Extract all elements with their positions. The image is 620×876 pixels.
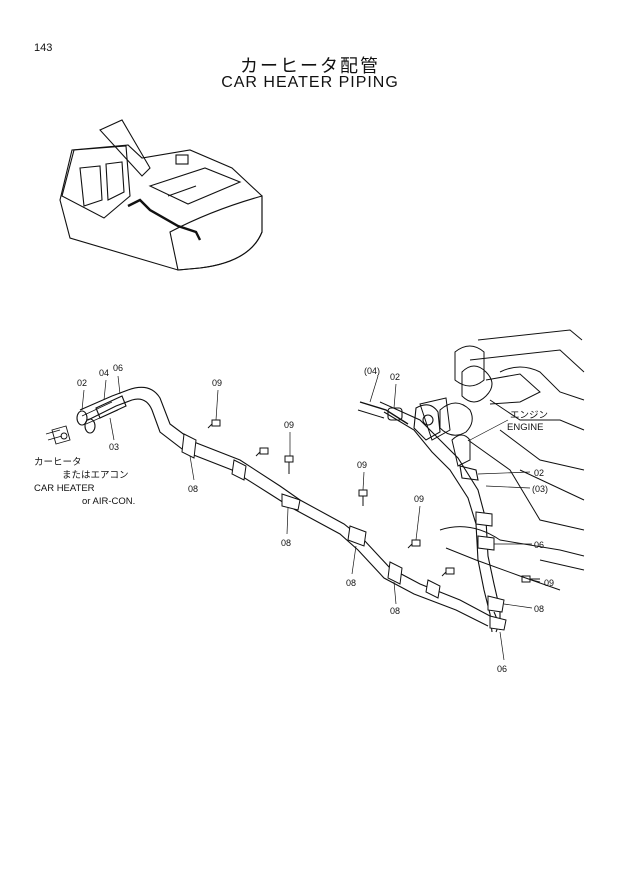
callout-02-right: 02 — [534, 468, 544, 478]
callout-06-right: 06 — [534, 540, 544, 550]
bolt-icon — [255, 447, 269, 457]
heater-note-en-2: or AIR-CON. — [82, 496, 135, 507]
excavator-overview-illustration — [59, 119, 263, 271]
callout-02-engine: 02 — [390, 372, 400, 382]
heater-note-jp-1: カーヒータ — [34, 457, 82, 468]
callout-08-a: 08 — [188, 484, 198, 494]
engine-label: エンジン ENGINE — [507, 410, 548, 433]
callout-06-left: 06 — [113, 363, 123, 373]
bolt-icon — [358, 489, 368, 506]
callout-08-e: 08 — [534, 604, 544, 614]
bolt-group — [207, 419, 540, 583]
bolt-icon — [284, 455, 294, 474]
callout-08-d: 08 — [390, 606, 400, 616]
callout-09-e: 09 — [544, 578, 554, 588]
callout-04-engine: (04) — [364, 366, 380, 376]
engine-block — [419, 329, 585, 591]
page-number: 143 — [34, 42, 53, 54]
page-title-en: CAR HEATER PIPING — [221, 74, 399, 91]
bolt-icon — [521, 575, 540, 583]
bolt-icon — [207, 419, 221, 429]
leader-lines — [81, 375, 541, 661]
heater-hose — [76, 386, 501, 633]
bolt-icon — [407, 539, 421, 549]
page-title-jp: カーヒータ配管 — [240, 56, 380, 76]
callout-08-b: 08 — [281, 538, 291, 548]
callout-02-left: 02 — [77, 378, 87, 388]
engine-label-en: ENGINE — [507, 422, 543, 433]
callout-04-left: 04 — [99, 368, 109, 378]
heater-note-jp-2: またはエアコン — [62, 470, 129, 481]
callout-09-b: 09 — [284, 420, 294, 430]
heater-unit-icon — [45, 425, 71, 445]
heater-note-en-1: CAR HEATER — [34, 483, 95, 494]
callout-09-d: 09 — [414, 494, 424, 504]
callout-06-bottom: 06 — [497, 664, 507, 674]
clamp-group — [181, 433, 507, 631]
bolt-icon — [441, 567, 455, 577]
callout-03-right: (03) — [532, 484, 548, 494]
callout-labels: 02 04 06 03 09 08 09 08 09 08 09 08 (04)… — [77, 363, 554, 674]
callout-09-a: 09 — [212, 378, 222, 388]
callout-03-left: 03 — [109, 442, 119, 452]
callout-08-c: 08 — [346, 578, 356, 588]
heater-note: カーヒータ またはエアコン CAR HEATER or AIR-CON. — [34, 457, 135, 507]
callout-09-c: 09 — [357, 460, 367, 470]
engine-label-jp: エンジン — [510, 410, 548, 421]
